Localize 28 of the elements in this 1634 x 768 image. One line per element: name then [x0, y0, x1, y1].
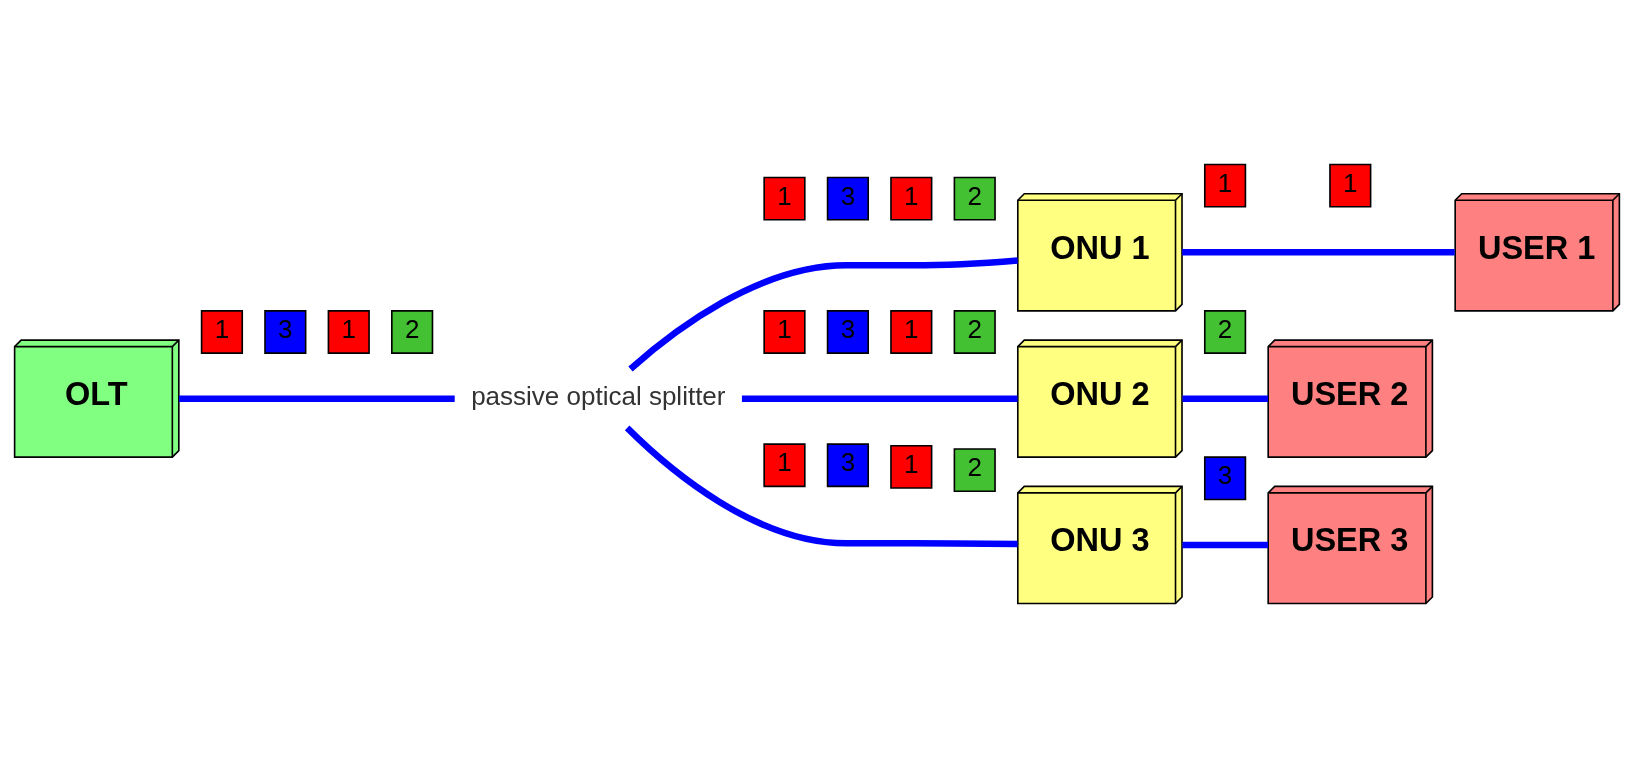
- connector: [179, 395, 455, 402]
- node-box: 1: [1203, 163, 1247, 208]
- connector: [628, 257, 1018, 372]
- node-box: 1: [200, 310, 244, 354]
- connector: [1182, 541, 1268, 549]
- connector: [741, 395, 1018, 402]
- node-box: 2: [953, 176, 996, 221]
- node-box: 3: [1203, 456, 1247, 501]
- node-box: 1: [763, 310, 806, 354]
- node-box: 3: [826, 310, 870, 354]
- node-box: 2: [1203, 310, 1247, 354]
- node-box: 1: [890, 310, 933, 354]
- node-box: 3: [826, 176, 870, 221]
- node-box: 1: [763, 443, 806, 488]
- node-box: 1: [1329, 163, 1372, 208]
- node-box: 2: [953, 310, 996, 354]
- node-box: 3: [826, 443, 870, 488]
- node-text: passive optical splitter: [471, 380, 726, 411]
- connector: [624, 425, 1018, 548]
- connector: [1182, 395, 1268, 402]
- node-box: 1: [327, 310, 370, 354]
- node-box: 3: [264, 310, 307, 354]
- node-box: 1: [890, 176, 933, 221]
- node-box: 1: [763, 176, 806, 221]
- node-box: 1: [890, 444, 933, 489]
- node-box: 2: [953, 448, 996, 493]
- node-box: 2: [391, 310, 434, 354]
- connector: [1182, 249, 1455, 256]
